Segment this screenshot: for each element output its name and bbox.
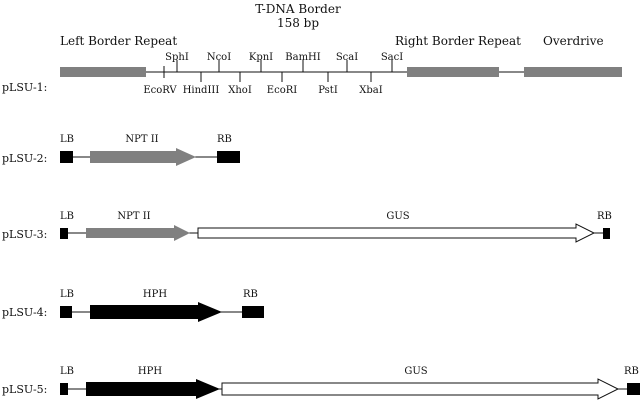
plsu2-rb-box [217, 151, 240, 163]
plsu5-lb-box [60, 383, 68, 395]
tdna-border-title: T-DNA Border [255, 2, 341, 16]
plsu4-lb-box [60, 306, 72, 318]
tdna-border-length: 158 bp [277, 16, 319, 30]
plsu2-npt2-label: NPT II [125, 134, 158, 145]
right-border-repeat-label: Right Border Repeat [395, 34, 521, 48]
plsu4-hph-label: HPH [143, 289, 167, 300]
site-sphi: SphI [165, 52, 189, 63]
plsu2-rb-label: RB [217, 134, 232, 145]
construct-label-plsu4: pLSU-4: [2, 306, 47, 319]
plsu5-hph-label: HPH [138, 366, 162, 377]
site-psti: PstI [318, 85, 338, 96]
mcs-ticks [163, 60, 393, 82]
site-hindiii: HindIII [183, 85, 220, 96]
plsu5-rb-box [627, 383, 640, 395]
plsu3-gus-arrow [197, 223, 596, 243]
plsu5-rb-label: RB [624, 366, 639, 377]
plsu3-rb-label: RB [597, 211, 612, 222]
construct-label-plsu5: pLSU-5: [2, 383, 47, 396]
overdrive-label: Overdrive [543, 34, 604, 48]
plsu5-gus-label: GUS [404, 366, 427, 377]
left-border-repeat-box [60, 67, 146, 77]
site-saci: SacI [381, 52, 403, 63]
plsu4-rb-box [242, 306, 264, 318]
plsu4-rb-label: RB [243, 289, 258, 300]
site-bamhi: BamHI [285, 52, 321, 63]
plsu3-gus-label: GUS [386, 211, 409, 222]
plsu4-lb-label: LB [60, 289, 74, 300]
plsu3-rb-box [603, 228, 610, 239]
construct-label-plsu2: pLSU-2: [2, 152, 47, 165]
plsu5-lb-label: LB [60, 366, 74, 377]
plsu2-lb-label: LB [60, 134, 74, 145]
construct-label-plsu1: pLSU-1: [2, 81, 47, 94]
left-border-repeat-label: Left Border Repeat [60, 34, 177, 48]
plsu2-lb-box [60, 151, 73, 163]
right-border-repeat-box [407, 67, 499, 77]
site-scai: ScaI [336, 52, 358, 63]
site-ecorv: EcoRV [143, 85, 177, 96]
plsu2-npt2-arrow [90, 148, 196, 166]
plsu3-lb-box [60, 228, 68, 239]
overdrive-box [524, 67, 622, 77]
plsu5-hph-arrow [86, 379, 220, 399]
construct-label-plsu3: pLSU-3: [2, 228, 47, 241]
plsu3-lb-label: LB [60, 211, 74, 222]
site-kpni: KpnI [249, 52, 273, 63]
site-xhoi: XhoI [228, 85, 252, 96]
site-ecori: EcoRI [267, 85, 297, 96]
site-xbai: XbaI [359, 85, 382, 96]
plsu5-gus-arrow [221, 378, 620, 400]
plsu4-hph-arrow [90, 302, 222, 322]
site-ncoi: NcoI [207, 52, 231, 63]
plsu3-npt2-arrow [86, 225, 190, 241]
plsu3-npt2-label: NPT II [117, 211, 150, 222]
